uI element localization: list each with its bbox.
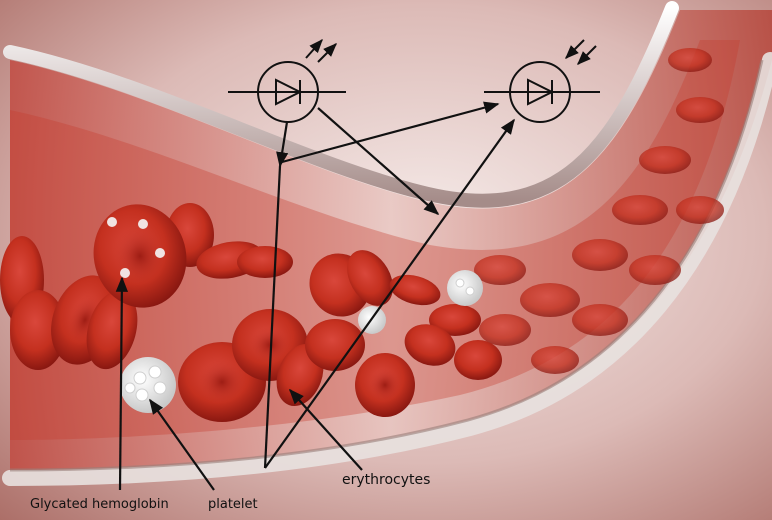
- erythrocyte: [305, 319, 365, 371]
- glycation-marker: [155, 248, 165, 258]
- platelet-label: platelet: [208, 497, 258, 512]
- erythrocytes-label: erythrocytes: [342, 472, 430, 488]
- erythrocyte: [237, 246, 293, 278]
- glycation-marker: [138, 219, 148, 229]
- erythrocyte: [454, 340, 502, 380]
- glycated-hemoglobin-label: Glycated hemoglobin: [30, 497, 169, 512]
- platelet-cell: [120, 357, 176, 413]
- glycation-marker: [107, 217, 117, 227]
- glycation-marker: [120, 268, 130, 278]
- platelet-cell: [447, 270, 483, 306]
